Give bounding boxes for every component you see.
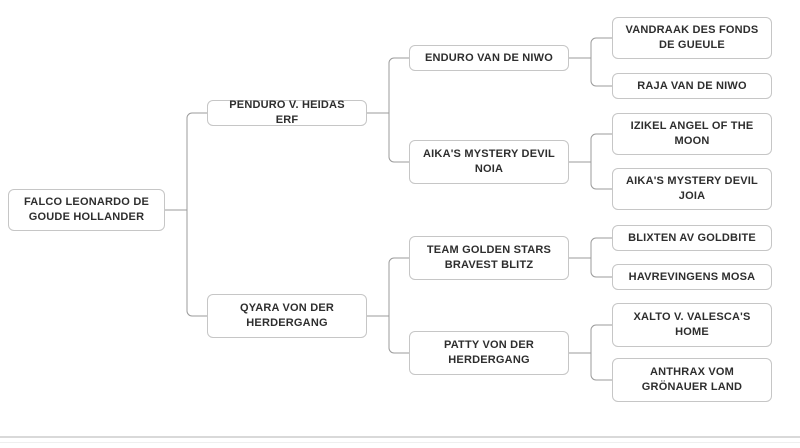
pedigree-node-qyara[interactable]: QYARA VON DER HERDERGANG [207, 294, 367, 338]
pedigree-node-patty[interactable]: PATTY VON DER HERDERGANG [409, 331, 569, 375]
pedigree-node-team[interactable]: TEAM GOLDEN STARS BRAVEST BLITZ [409, 236, 569, 280]
connector-fork-penduro [388, 57, 409, 163]
connector-fork-aika-noia [590, 133, 612, 190]
connector-fork-falco [186, 112, 207, 317]
pedigree-node-aika-joia[interactable]: AIKA'S MYSTERY DEVIL JOIA [612, 168, 772, 210]
pedigree-node-blixten[interactable]: BLIXTEN AV GOLDBITE [612, 225, 772, 251]
pedigree-node-falco[interactable]: FALCO LEONARDO DE GOUDE HOLLANDER [8, 189, 165, 231]
connector-fork-enduro [590, 37, 612, 87]
pedigree-node-raja[interactable]: RAJA VAN DE NIWO [612, 73, 772, 99]
pedigree-node-enduro[interactable]: ENDURO VAN DE NIWO [409, 45, 569, 71]
connector-fork-patty [590, 324, 612, 381]
connector-fork-qyara [388, 257, 409, 354]
pedigree-node-anthrax[interactable]: ANTHRAX VOM GRÖNAUER LAND [612, 358, 772, 402]
bottom-divider-shadow [0, 442, 800, 443]
pedigree-node-aika-noia[interactable]: AIKA'S MYSTERY DEVIL NOIA [409, 140, 569, 184]
pedigree-node-xalto[interactable]: XALTO V. VALESCA'S HOME [612, 303, 772, 347]
pedigree-node-havrevingens[interactable]: HAVREVINGENS MOSA [612, 264, 772, 290]
bottom-divider [0, 436, 800, 438]
connector-fork-team [590, 237, 612, 278]
pedigree-node-izikel[interactable]: IZIKEL ANGEL OF THE MOON [612, 113, 772, 155]
pedigree-node-vandraak[interactable]: VANDRAAK DES FONDS DE GUEULE [612, 17, 772, 59]
pedigree-node-penduro[interactable]: PENDURO V. HEIDAS ERF [207, 99, 367, 126]
